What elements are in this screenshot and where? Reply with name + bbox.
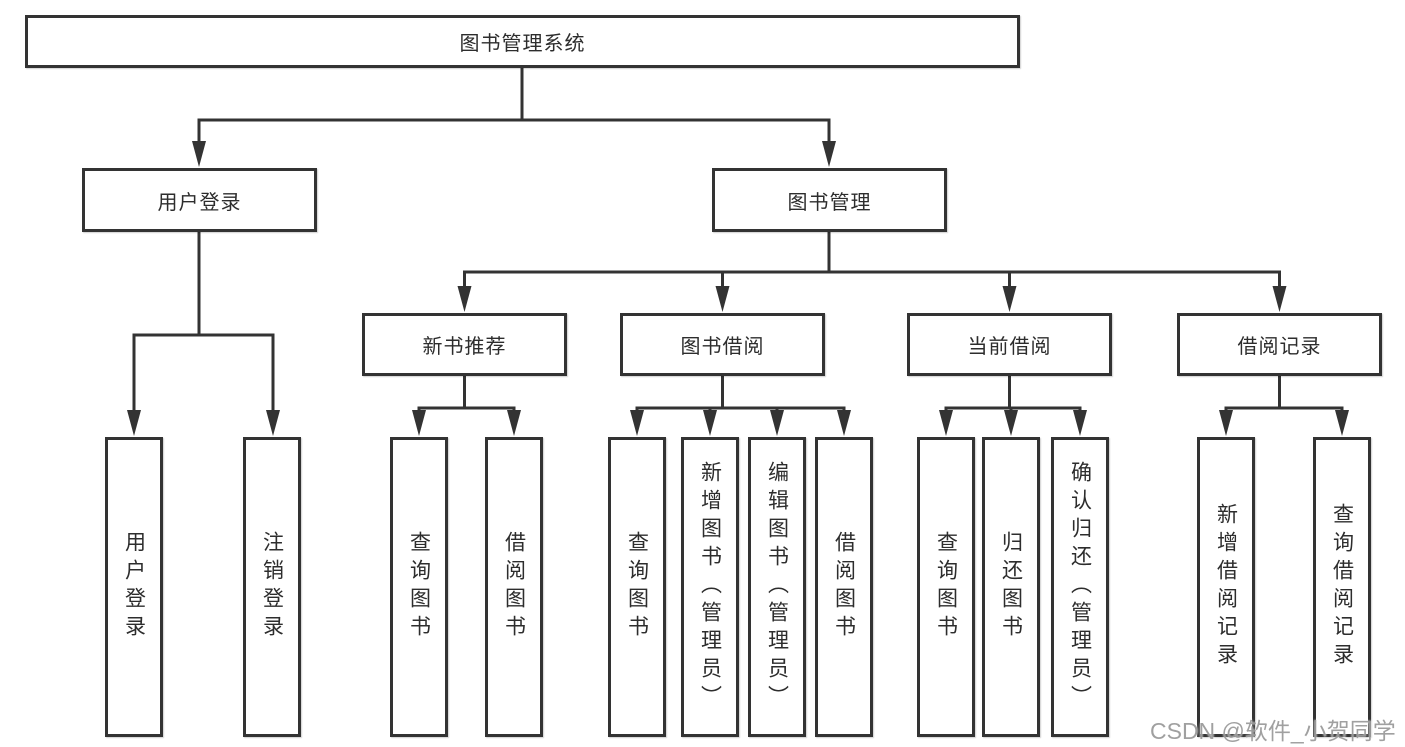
connectors-book-management <box>457 230 1287 312</box>
node-new-book-recommend: 新书推荐 <box>362 313 567 376</box>
leaf-confirm-return-admin: 确认归还（管理员） <box>1051 437 1109 737</box>
leaf-query-books-newrec-label: 查询图书 <box>407 531 431 643</box>
connectors-root <box>192 66 836 167</box>
leaf-add-books-admin: 新增图书（管理员） <box>681 437 739 737</box>
leaf-user-login: 用户登录 <box>105 437 163 737</box>
node-book-borrowing-label: 图书借阅 <box>680 336 765 358</box>
connectors-current-borrowing <box>939 374 1087 436</box>
node-book-management-label: 图书管理 <box>787 191 872 214</box>
node-borrowing-records: 借阅记录 <box>1177 313 1382 376</box>
leaf-return-books-label: 归还图书 <box>999 531 1023 643</box>
node-book-borrowing: 图书借阅 <box>620 313 825 376</box>
node-user-login: 用户登录 <box>82 168 317 232</box>
leaf-query-books-current-label: 查询图书 <box>934 531 958 643</box>
leaf-borrow-books-newrec-label: 借阅图书 <box>502 531 526 643</box>
leaf-query-books-current: 查询图书 <box>917 437 975 737</box>
node-current-borrowing: 当前借阅 <box>907 313 1112 376</box>
leaf-logout-label: 注销登录 <box>260 531 284 643</box>
node-root-label: 图书管理系统 <box>459 33 586 55</box>
leaf-query-borrow-record: 查询借阅记录 <box>1313 437 1371 737</box>
node-book-management: 图书管理 <box>712 168 947 232</box>
leaf-add-borrow-record-label: 新增借阅记录 <box>1214 503 1238 671</box>
node-borrowing-records-label: 借阅记录 <box>1237 336 1322 358</box>
leaf-confirm-return-admin-label: 确认归还（管理员） <box>1068 461 1092 713</box>
leaf-borrow-books-borrow: 借阅图书 <box>815 437 873 737</box>
node-root: 图书管理系统 <box>25 15 1020 68</box>
node-user-login-label: 用户登录 <box>157 191 242 214</box>
leaf-edit-books-admin: 编辑图书（管理员） <box>748 437 806 737</box>
leaf-add-borrow-record: 新增借阅记录 <box>1197 437 1255 737</box>
node-current-borrowing-label: 当前借阅 <box>967 336 1052 358</box>
leaf-user-login-label: 用户登录 <box>122 531 146 643</box>
leaf-query-books-borrow-label: 查询图书 <box>625 531 649 643</box>
leaf-query-books-borrow: 查询图书 <box>608 437 666 737</box>
leaf-borrow-books-newrec: 借阅图书 <box>485 437 543 737</box>
leaf-edit-books-admin-label: 编辑图书（管理员） <box>765 461 789 713</box>
watermark-text: CSDN @软件_小贺同学 <box>1150 718 1396 744</box>
connectors-book-borrowing <box>630 374 851 436</box>
node-new-book-recommend-label: 新书推荐 <box>422 336 507 358</box>
leaf-query-books-newrec: 查询图书 <box>390 437 448 737</box>
leaf-logout: 注销登录 <box>243 437 301 737</box>
connectors-borrowing-records <box>1219 374 1349 436</box>
connectors-user-login <box>127 230 280 436</box>
leaf-query-borrow-record-label: 查询借阅记录 <box>1330 503 1354 671</box>
connectors-new-book-recommend <box>412 374 521 436</box>
leaf-return-books: 归还图书 <box>982 437 1040 737</box>
leaf-add-books-admin-label: 新增图书（管理员） <box>698 461 722 713</box>
leaf-borrow-books-borrow-label: 借阅图书 <box>832 531 856 643</box>
